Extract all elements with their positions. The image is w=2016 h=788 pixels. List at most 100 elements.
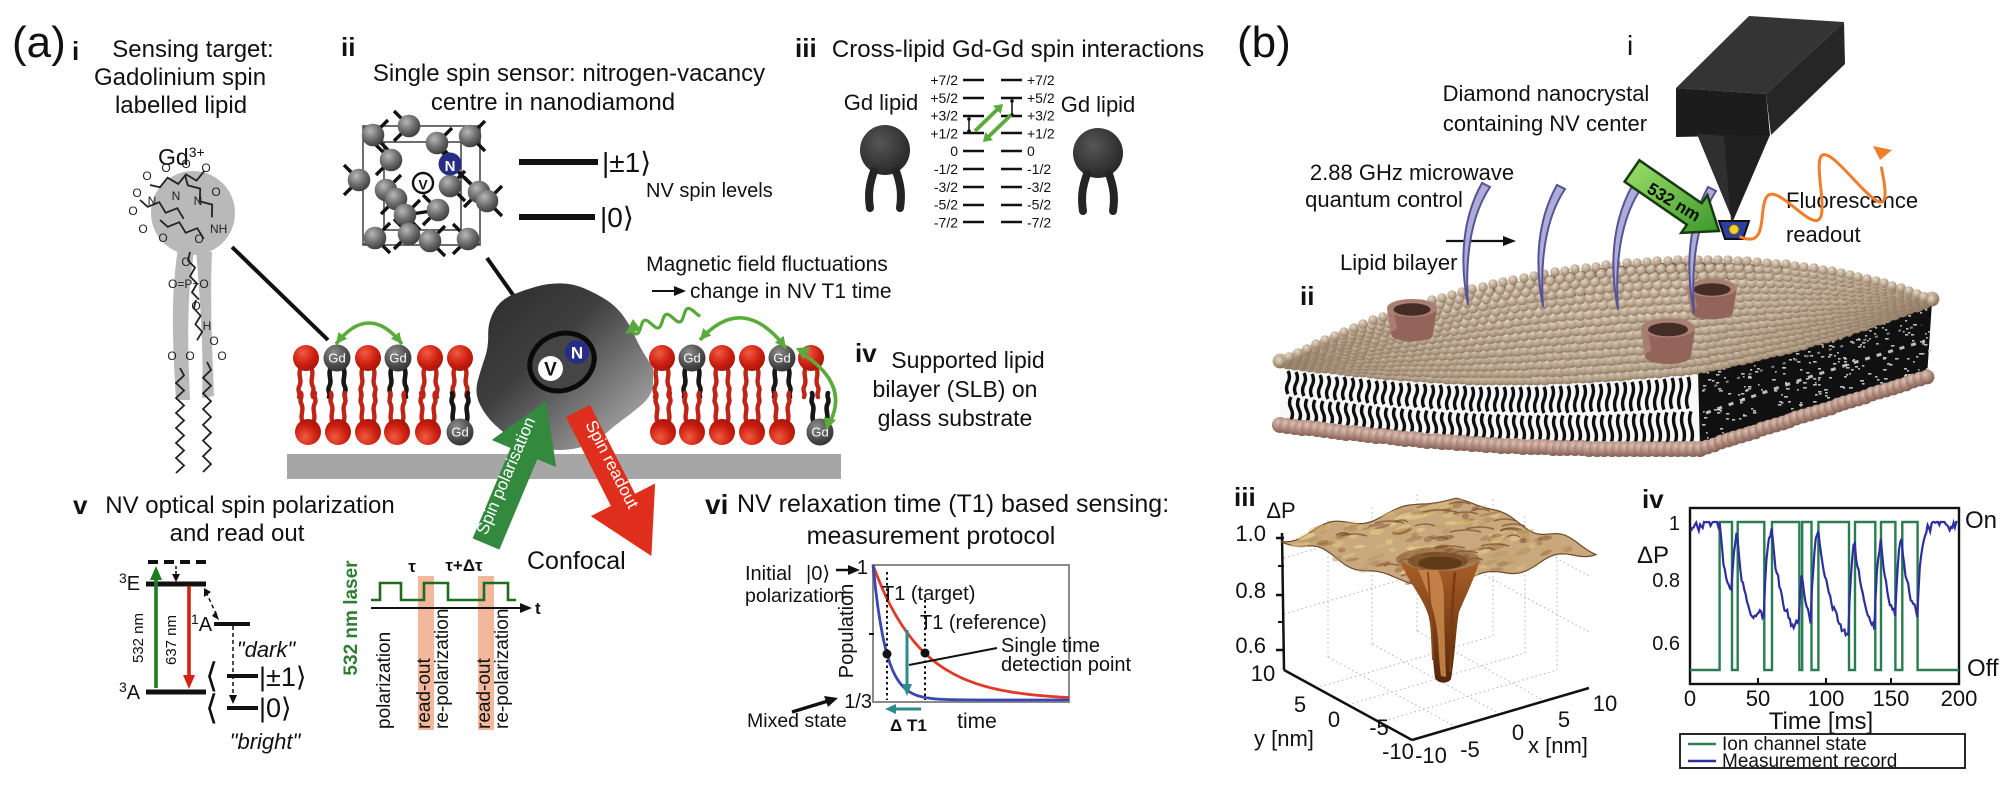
- svg-text:Confocal: Confocal: [527, 547, 626, 575]
- svg-text:Mixed state: Mixed state: [747, 710, 847, 732]
- svg-text:0.8: 0.8: [1652, 570, 1680, 592]
- svg-text:O: O: [185, 349, 194, 363]
- svg-text:polarization: polarization: [745, 585, 845, 607]
- svg-text:532 nm laser: 532 nm laser: [341, 560, 362, 676]
- svg-text:-7/2: -7/2: [934, 214, 958, 230]
- svg-text:Gadolinium spin: Gadolinium spin: [94, 64, 266, 91]
- svg-text:τ: τ: [408, 557, 416, 576]
- svg-text:0: 0: [1027, 143, 1035, 159]
- svg-text:Initial: Initial: [745, 563, 792, 585]
- svg-text:200: 200: [1941, 686, 1978, 711]
- svg-text:iii: iii: [795, 33, 817, 63]
- svg-text:detection point: detection point: [1001, 654, 1132, 676]
- svg-text:0: 0: [950, 143, 958, 159]
- svg-text:O=P~O: O=P~O: [168, 277, 209, 291]
- svg-text:O: O: [181, 157, 190, 171]
- svg-text:O: O: [201, 161, 210, 175]
- svg-text:0: 0: [1328, 707, 1340, 732]
- svg-text:3A: 3A: [119, 679, 141, 704]
- svg-text:0.6: 0.6: [1235, 633, 1266, 658]
- svg-text:0.8: 0.8: [1235, 578, 1266, 603]
- svg-text:Δ T1: Δ T1: [890, 716, 927, 735]
- svg-text:Lipid bilayer: Lipid bilayer: [1340, 250, 1457, 275]
- svg-text:On: On: [1965, 507, 1997, 534]
- svg-text:Population: Population: [836, 584, 858, 679]
- svg-text:O: O: [209, 334, 218, 348]
- svg-text:|0⟩: |0⟩: [806, 563, 830, 585]
- svg-text:O: O: [132, 186, 141, 200]
- svg-text:Single time: Single time: [1001, 635, 1100, 657]
- svg-text:Gd lipid: Gd lipid: [1061, 92, 1136, 117]
- svg-text:time: time: [957, 710, 997, 733]
- svg-text:V: V: [418, 177, 428, 193]
- svg-text:O: O: [161, 161, 170, 175]
- svg-text:+1/2: +1/2: [1027, 125, 1055, 141]
- svg-text:0: 0: [1684, 686, 1696, 711]
- svg-text:O: O: [142, 169, 151, 183]
- svg-text:0: 0: [1512, 720, 1524, 745]
- svg-text:i: i: [72, 36, 79, 66]
- svg-text:readout: readout: [1786, 222, 1861, 247]
- svg-text:H: H: [203, 319, 212, 333]
- svg-text:O: O: [194, 232, 203, 246]
- svg-text:N: N: [445, 158, 456, 175]
- svg-text:Off: Off: [1967, 655, 1999, 682]
- svg-text:O: O: [138, 222, 147, 236]
- svg-text:x [nm]: x [nm]: [1528, 733, 1588, 758]
- svg-text:read-out: read-out: [414, 658, 435, 729]
- svg-text:Magnetic field fluctuations: Magnetic field fluctuations: [646, 253, 888, 276]
- svg-text:1: 1: [1669, 513, 1680, 535]
- svg-text:-7/2: -7/2: [1027, 214, 1051, 230]
- svg-text:1A: 1A: [191, 611, 213, 636]
- svg-text:O: O: [128, 204, 137, 218]
- svg-text:Gd lipid: Gd lipid: [844, 90, 919, 115]
- svg-text:NH: NH: [210, 222, 227, 236]
- svg-text:-5/2: -5/2: [1027, 197, 1051, 213]
- svg-text:Cross-lipid Gd-Gd spin interac: Cross-lipid Gd-Gd spin interactions: [832, 36, 1204, 63]
- svg-text:N: N: [571, 344, 583, 363]
- svg-text:t: t: [535, 599, 541, 618]
- svg-text:532 nm: 532 nm: [130, 613, 147, 663]
- svg-text:O: O: [217, 349, 226, 363]
- svg-text:Sensing target:: Sensing target:: [112, 36, 273, 63]
- svg-text:re-polarization: re-polarization: [432, 609, 453, 729]
- svg-text:-5: -5: [1369, 715, 1389, 740]
- svg-text:-1/2: -1/2: [934, 161, 958, 177]
- svg-text:Gd: Gd: [811, 425, 828, 440]
- svg-text:polarization: polarization: [374, 632, 395, 729]
- svg-text:ii: ii: [341, 32, 355, 62]
- svg-text:|±1⟩: |±1⟩: [602, 147, 651, 178]
- svg-text:iv: iv: [1642, 484, 1664, 514]
- svg-text:5: 5: [1294, 692, 1306, 717]
- svg-text:+3/2: +3/2: [1027, 108, 1055, 124]
- svg-text:centre in nanodiamond: centre in nanodiamond: [431, 89, 675, 116]
- svg-text:+7/2: +7/2: [1027, 72, 1055, 88]
- svg-text:vi: vi: [705, 489, 728, 520]
- svg-text:NV relaxation time (T1) based: NV relaxation time (T1) based sensing:: [737, 490, 1169, 518]
- svg-text:iii: iii: [1234, 482, 1256, 512]
- svg-text:O: O: [181, 255, 190, 269]
- svg-text:y [nm]: y [nm]: [1254, 726, 1314, 751]
- svg-text:+7/2: +7/2: [930, 72, 958, 88]
- svg-text:N: N: [172, 189, 181, 203]
- svg-text:"dark": "dark": [237, 637, 297, 662]
- svg-text:T1 (reference): T1 (reference): [920, 612, 1047, 634]
- svg-text:0.6: 0.6: [1652, 633, 1680, 655]
- svg-text:100: 100: [1808, 686, 1845, 711]
- svg-text:iv: iv: [855, 338, 877, 368]
- svg-text:measurement protocol: measurement protocol: [807, 522, 1056, 550]
- svg-text:|0⟩: |0⟩: [600, 202, 634, 233]
- svg-text:150: 150: [1873, 686, 1910, 711]
- svg-text:Fluorescence: Fluorescence: [1786, 188, 1918, 213]
- svg-text:NV optical spin polarization: NV optical spin polarization: [105, 492, 395, 519]
- svg-text:⟨: ⟨: [205, 657, 218, 695]
- svg-text:Ion channel state: Ion channel state: [1722, 734, 1867, 755]
- svg-text:N: N: [148, 194, 157, 208]
- svg-text:-10: -10: [1382, 739, 1414, 764]
- svg-text:+5/2: +5/2: [1027, 90, 1055, 106]
- svg-text:1.0: 1.0: [1235, 521, 1266, 546]
- svg-text:bilayer (SLB) on: bilayer (SLB) on: [873, 376, 1038, 402]
- svg-text:and read out: and read out: [170, 520, 305, 547]
- svg-text:1: 1: [857, 557, 868, 579]
- svg-text:re-polarization: re-polarization: [492, 609, 513, 729]
